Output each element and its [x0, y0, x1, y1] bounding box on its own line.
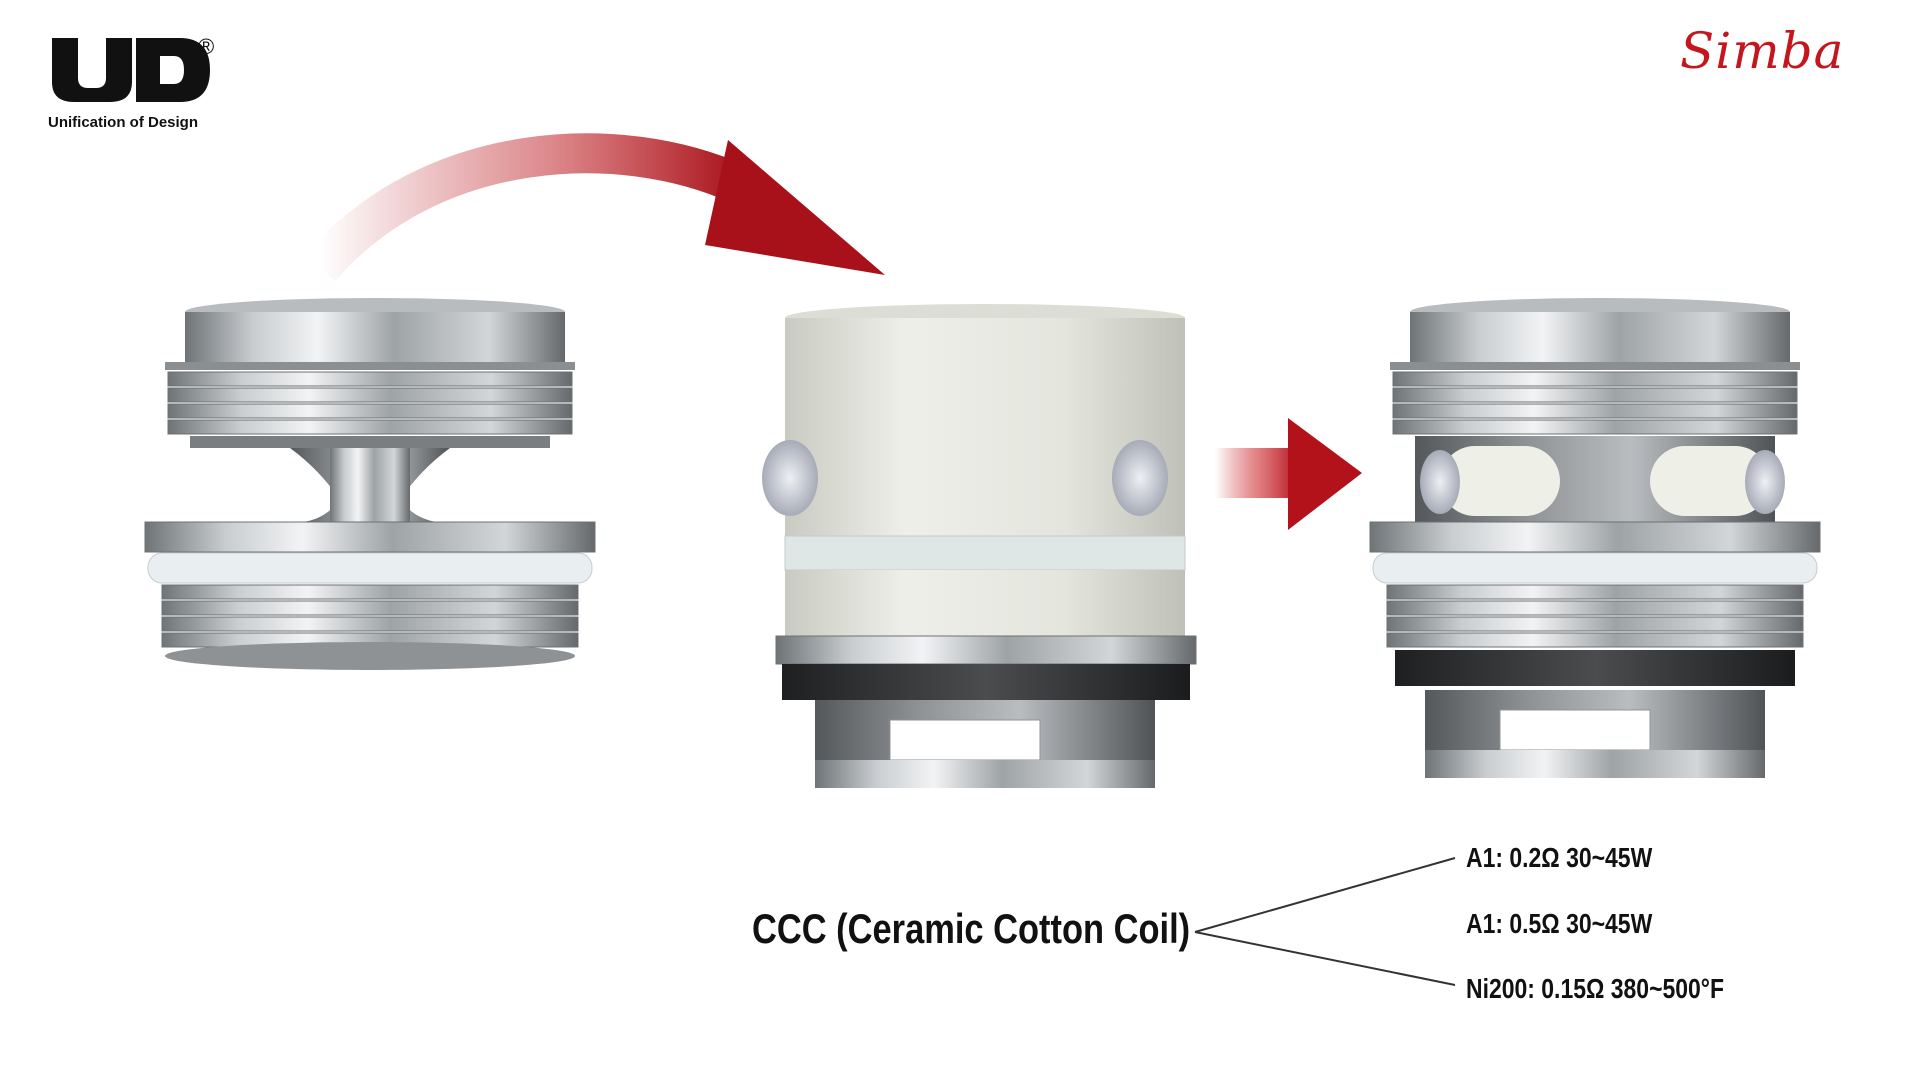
assembled-coil	[1369, 298, 1821, 778]
logo-tagline: Unification of Design	[48, 114, 198, 131]
registered-mark: ®	[198, 34, 214, 59]
ud-logo-mark: ®	[52, 34, 214, 102]
ceramic-coil	[762, 304, 1197, 788]
coil-base	[144, 298, 596, 670]
brand-name: Simba	[1680, 22, 1845, 80]
spec-line: Ni200: 0.15Ω 380~500°F	[1466, 973, 1725, 1004]
ud-logo: ® Unification of Design	[48, 34, 218, 134]
spec-line: A1: 0.5Ω 30~45W	[1466, 908, 1653, 939]
spec-bracket-lines	[1194, 857, 1456, 986]
curved-arrow	[304, 133, 885, 282]
ccc-label: CCC (Ceramic Cotton Coil)	[752, 905, 1191, 952]
spec-line: A1: 0.2Ω 30~45W	[1466, 842, 1653, 873]
straight-arrow	[1215, 418, 1362, 530]
